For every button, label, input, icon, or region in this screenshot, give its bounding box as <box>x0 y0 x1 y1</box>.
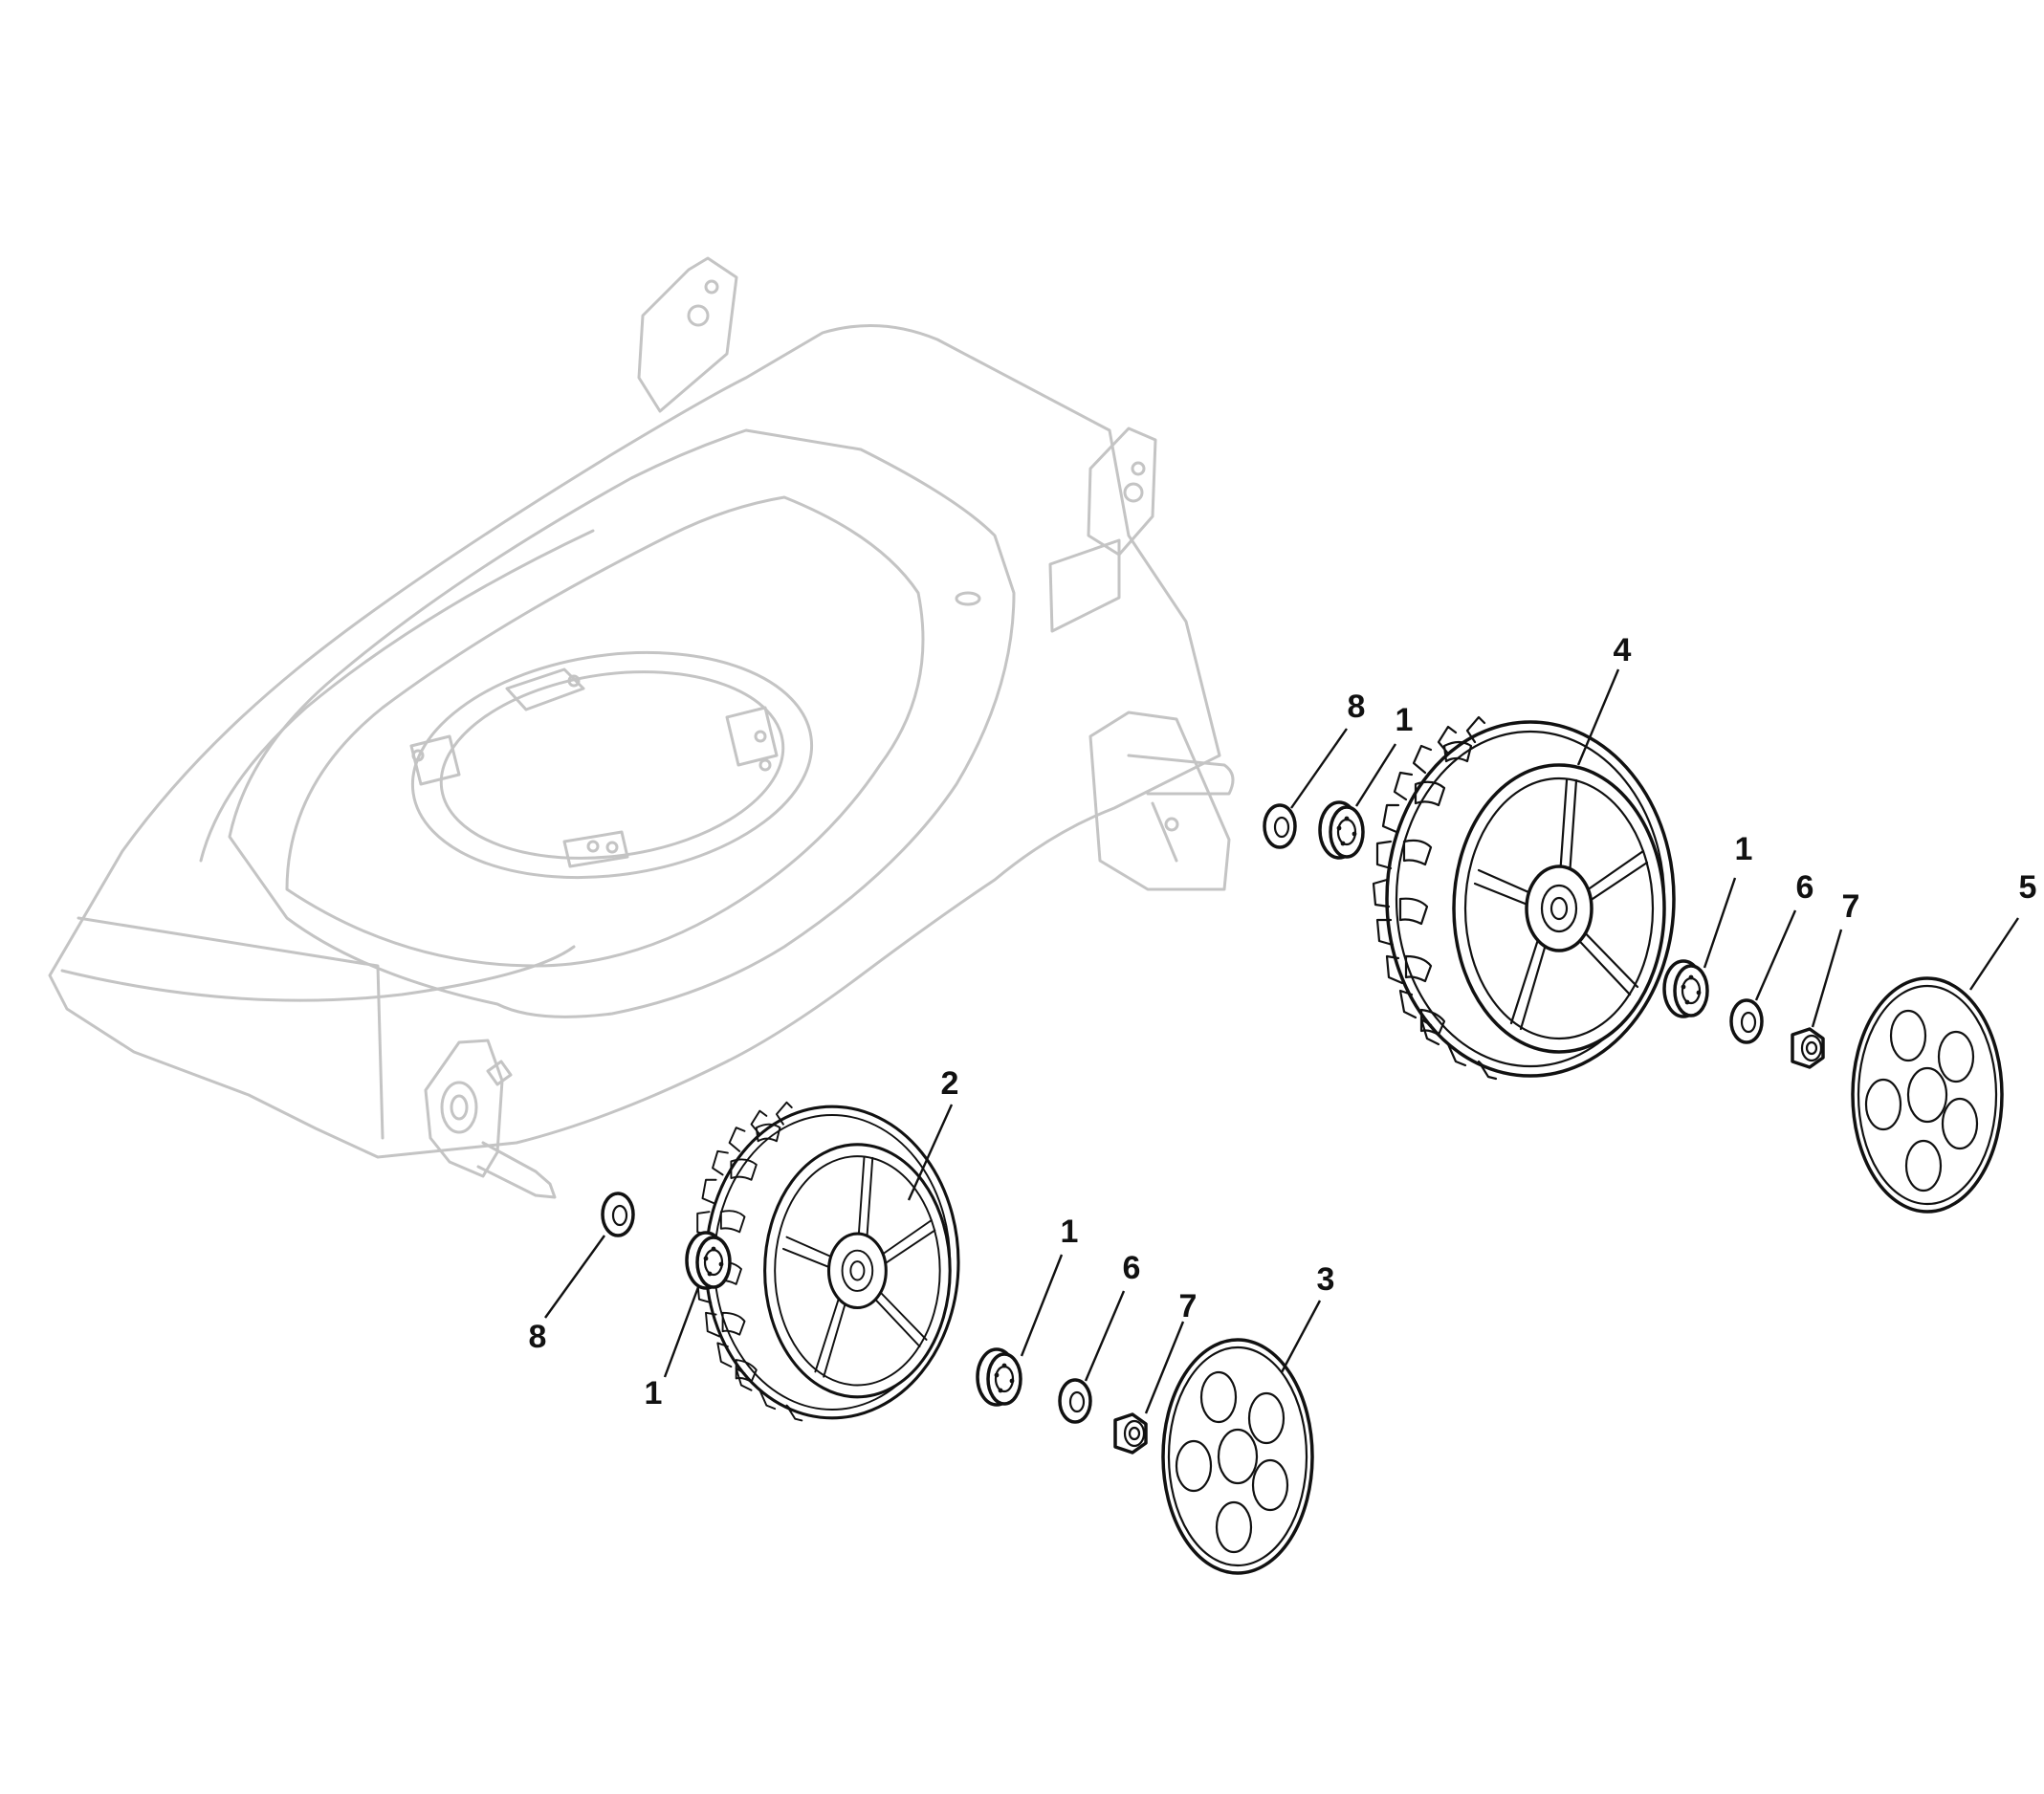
bearing-rear-inner <box>1318 800 1365 860</box>
callout-3: 3 <box>1317 1261 1335 1298</box>
callout-1-rear-inner: 1 <box>1396 702 1414 738</box>
front-wheel <box>692 1101 960 1422</box>
callout-1-front-outer: 1 <box>1061 1214 1079 1250</box>
bearing-front-inner <box>685 1231 732 1290</box>
nut-rear <box>1791 1027 1825 1069</box>
callout-6-front: 6 <box>1123 1250 1141 1286</box>
callout-5: 5 <box>2019 869 2037 906</box>
callout-6-rear: 6 <box>1796 869 1814 906</box>
washer-front-outer <box>1058 1378 1092 1424</box>
mower-deck <box>48 256 1235 1199</box>
front-hubcap <box>1161 1338 1314 1575</box>
callout-2: 2 <box>941 1065 959 1102</box>
washer-rear-inner <box>1263 803 1297 849</box>
callout-7-front: 7 <box>1179 1288 1198 1324</box>
callout-4: 4 <box>1614 632 1632 668</box>
washer-rear-outer <box>1729 998 1764 1044</box>
nut-front <box>1113 1412 1148 1455</box>
rear-hubcap <box>1851 976 2004 1214</box>
washer-front-inner <box>601 1192 635 1237</box>
leader-lines <box>544 668 2019 1414</box>
callout-8-front: 8 <box>529 1319 547 1355</box>
callout-1-front-inner: 1 <box>645 1375 663 1411</box>
callout-8-rear: 8 <box>1348 689 1366 725</box>
bearing-front-outer <box>976 1347 1022 1407</box>
rear-wheel <box>1372 715 1676 1081</box>
callout-1-rear-outer: 1 <box>1735 831 1753 867</box>
bearing-rear-outer <box>1662 959 1709 1018</box>
callout-7-rear: 7 <box>1842 888 1860 925</box>
